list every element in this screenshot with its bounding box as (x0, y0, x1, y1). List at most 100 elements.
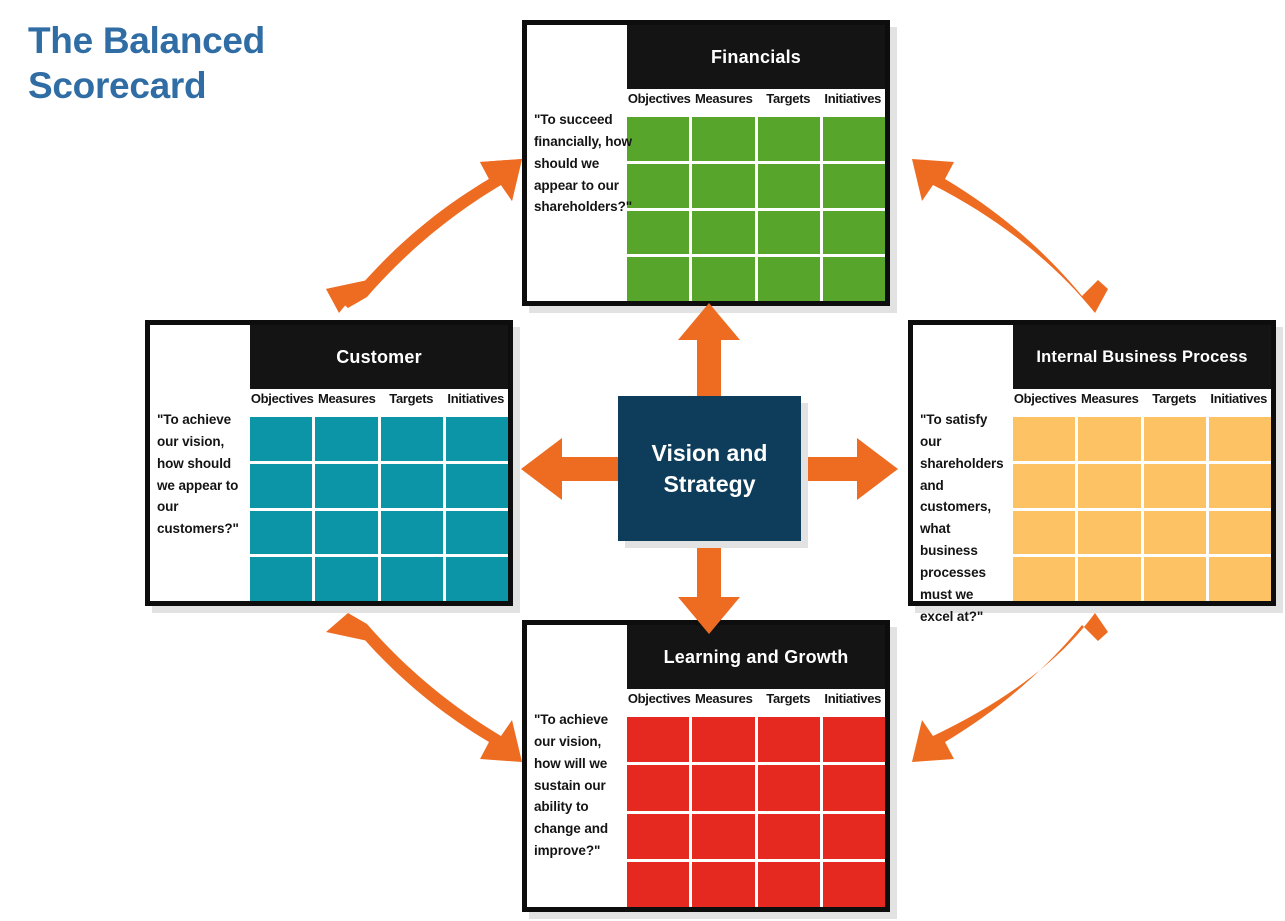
column-header-objectives: Objectives (250, 391, 314, 406)
panel-customer-title: Customer (250, 325, 508, 389)
grid-cell[interactable] (315, 510, 378, 555)
grid-cell[interactable] (445, 557, 508, 601)
vision-and-strategy-box[interactable]: Vision and Strategy (618, 396, 801, 541)
grid-cell[interactable] (627, 257, 690, 301)
grid-cell[interactable] (822, 717, 885, 763)
grid-cell[interactable] (822, 117, 885, 161)
grid-cell[interactable] (1208, 557, 1271, 601)
grid-cell[interactable] (250, 557, 313, 601)
grid-cell[interactable] (1078, 557, 1141, 601)
column-header-targets: Targets (1152, 391, 1197, 406)
panel-customer-question: "To achieve our vision, how should we ap… (157, 412, 239, 537)
panel-internal-business-process[interactable]: "To satisfy our shareholders and custome… (908, 320, 1276, 624)
column-header-initiatives: Initiatives (447, 391, 505, 406)
grid-cell[interactable] (757, 813, 820, 859)
straight-arrow-center-to-customer (521, 438, 622, 500)
grid-cell[interactable] (315, 557, 378, 601)
panel-customer-column-headers: Objectives Measures Targets Initiatives (250, 389, 508, 417)
grid-cell[interactable] (1013, 510, 1076, 555)
grid-cell[interactable] (380, 417, 443, 461)
panel-customer-grid[interactable] (250, 417, 508, 601)
grid-cell[interactable] (692, 210, 755, 255)
grid-cell[interactable] (692, 861, 755, 907)
grid-cell[interactable] (692, 257, 755, 301)
grid-cell[interactable] (380, 463, 443, 508)
grid-cell[interactable] (692, 813, 755, 859)
page-title: The Balanced Scorecard (28, 18, 358, 108)
grid-cell[interactable] (250, 417, 313, 461)
grid-cell[interactable] (445, 510, 508, 555)
grid-cell[interactable] (692, 765, 755, 811)
grid-cell[interactable] (757, 861, 820, 907)
grid-cell[interactable] (627, 163, 690, 208)
grid-cell[interactable] (822, 765, 885, 811)
panel-financials-title: Financials (627, 25, 885, 89)
column-header-initiatives: Initiatives (824, 91, 882, 106)
grid-cell[interactable] (1143, 463, 1206, 508)
grid-cell[interactable] (250, 510, 313, 555)
grid-cell[interactable] (315, 463, 378, 508)
panel-learning-and-growth-question: "To achieve our vision, how will we sust… (534, 712, 609, 859)
grid-cell[interactable] (445, 463, 508, 508)
grid-cell[interactable] (757, 163, 820, 208)
grid-cell[interactable] (1013, 417, 1076, 461)
grid-cell[interactable] (627, 765, 690, 811)
grid-cell[interactable] (822, 163, 885, 208)
panel-learning-and-growth-title: Learning and Growth (627, 625, 885, 689)
grid-cell[interactable] (822, 257, 885, 301)
straight-arrow-center-to-financials (678, 303, 740, 400)
column-header-objectives: Objectives (627, 91, 691, 106)
grid-cell[interactable] (627, 117, 690, 161)
grid-cell[interactable] (250, 463, 313, 508)
grid-cell[interactable] (757, 717, 820, 763)
grid-cell[interactable] (380, 557, 443, 601)
column-header-objectives: Objectives (627, 691, 691, 706)
grid-cell[interactable] (627, 861, 690, 907)
grid-cell[interactable] (757, 210, 820, 255)
grid-cell[interactable] (1078, 510, 1141, 555)
grid-cell[interactable] (1208, 463, 1271, 508)
panel-internal-business-process-grid[interactable] (1013, 417, 1271, 601)
panel-internal-business-process-title: Internal Business Process (1013, 325, 1271, 389)
panel-customer-question-block: "To achieve our vision, how should we ap… (150, 325, 250, 601)
grid-cell[interactable] (1013, 557, 1076, 601)
grid-cell[interactable] (1208, 510, 1271, 555)
grid-cell[interactable] (1078, 463, 1141, 508)
grid-cell[interactable] (1208, 417, 1271, 461)
grid-cell[interactable] (445, 417, 508, 461)
panel-financials-grid[interactable] (627, 117, 885, 301)
panel-learning-and-growth[interactable]: "To achieve our vision, how will we sust… (522, 620, 890, 912)
grid-cell[interactable] (692, 717, 755, 763)
curved-arrow-financials-customer (326, 159, 522, 313)
panel-financials[interactable]: "To succeed financially, how should we a… (522, 20, 890, 306)
grid-cell[interactable] (627, 210, 690, 255)
panel-learning-and-growth-grid[interactable] (627, 717, 885, 907)
grid-cell[interactable] (1143, 417, 1206, 461)
grid-cell[interactable] (1143, 510, 1206, 555)
grid-cell[interactable] (1013, 463, 1076, 508)
grid-cell[interactable] (757, 257, 820, 301)
grid-cell[interactable] (1143, 557, 1206, 601)
straight-arrow-center-to-internal-business-process (797, 438, 898, 500)
panel-internal-business-process-question-block: "To satisfy our shareholders and custome… (913, 325, 1013, 624)
grid-cell[interactable] (627, 717, 690, 763)
grid-cell[interactable] (380, 510, 443, 555)
curved-arrow-internal-business-process-learning-and-growth (912, 613, 1108, 762)
grid-cell[interactable] (822, 813, 885, 859)
panel-learning-and-growth-question-block: "To achieve our vision, how will we sust… (527, 625, 627, 907)
grid-cell[interactable] (315, 417, 378, 461)
page-title-line-1: The Balanced (28, 20, 265, 61)
grid-cell[interactable] (822, 210, 885, 255)
grid-cell[interactable] (627, 813, 690, 859)
column-header-measures: Measures (1080, 391, 1139, 406)
grid-cell[interactable] (692, 163, 755, 208)
grid-cell[interactable] (1078, 417, 1141, 461)
grid-cell[interactable] (757, 117, 820, 161)
grid-cell[interactable] (692, 117, 755, 161)
panel-customer[interactable]: "To achieve our vision, how should we ap… (145, 320, 513, 606)
panel-internal-business-process-question: "To satisfy our shareholders and custome… (920, 412, 1004, 624)
vision-and-strategy-label: Vision and Strategy (652, 438, 768, 499)
grid-cell[interactable] (822, 861, 885, 907)
grid-cell[interactable] (757, 765, 820, 811)
